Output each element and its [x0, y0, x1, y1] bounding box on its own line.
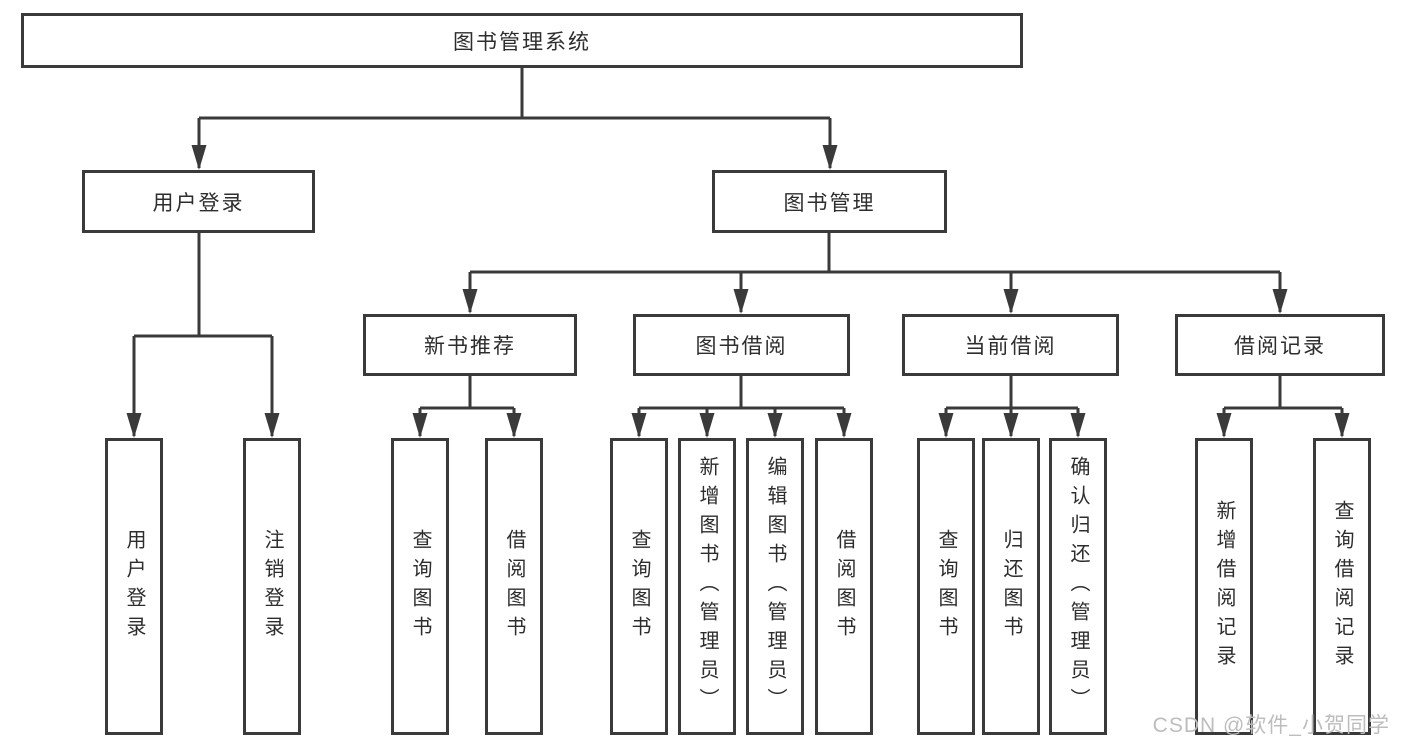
leaf-logout: 注销登录	[243, 438, 301, 735]
leaf-query-borrow-record: 查询借阅记录	[1313, 438, 1371, 735]
node-new-book-recommend: 新书推荐	[363, 314, 577, 376]
node-book-management: 图书管理	[712, 170, 947, 233]
leaf-add-books-admin: 新增图书（管理员）	[678, 438, 736, 735]
leaf-query-books-borrow: 查询图书	[610, 438, 668, 735]
leaf-query-books-recommend: 查询图书	[391, 438, 449, 735]
node-library-management-system: 图书管理系统	[21, 13, 1023, 68]
leaf-borrow-books: 借阅图书	[815, 438, 873, 735]
leaf-user-login: 用户登录	[105, 438, 163, 735]
leaf-return-books: 归还图书	[982, 438, 1040, 735]
leaf-confirm-return-admin: 确认归还（管理员）	[1049, 438, 1107, 735]
node-current-borrow: 当前借阅	[902, 314, 1119, 376]
leaf-edit-books-admin: 编辑图书（管理员）	[746, 438, 804, 735]
node-user-login: 用户登录	[82, 170, 315, 233]
node-book-borrow: 图书借阅	[633, 314, 850, 376]
watermark-text: CSDN @软件_小贺同学	[1152, 714, 1390, 737]
leaf-borrow-books-recommend: 借阅图书	[485, 438, 543, 735]
node-borrow-records: 借阅记录	[1175, 314, 1385, 376]
leaf-query-books-current: 查询图书	[917, 438, 975, 735]
leaf-add-borrow-record: 新增借阅记录	[1195, 438, 1253, 735]
